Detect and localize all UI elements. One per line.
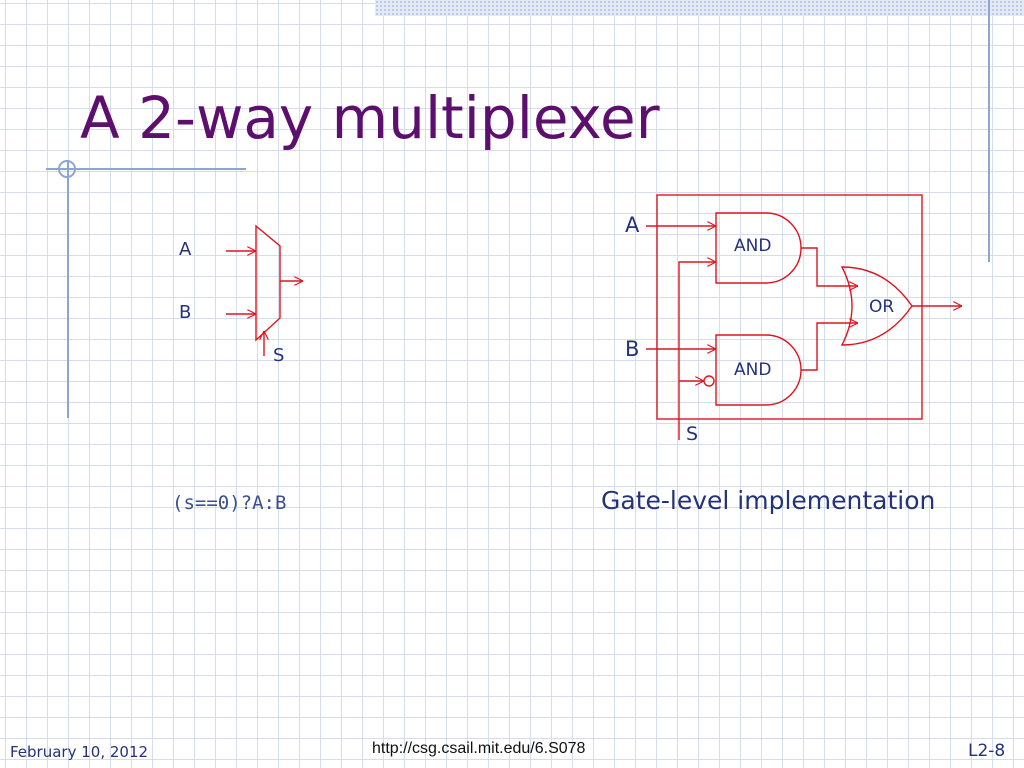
accent-line-horizontal bbox=[46, 168, 246, 170]
footer-url[interactable]: http://csg.csail.mit.edu/6.S078 bbox=[372, 740, 586, 757]
and-gate-bottom bbox=[715, 334, 802, 406]
gate-label-s: S bbox=[686, 423, 698, 445]
gate-label-a: A bbox=[625, 213, 640, 237]
mux-label-s: S bbox=[273, 345, 284, 366]
and-gate-top bbox=[715, 212, 802, 284]
accent-line-right bbox=[988, 0, 990, 262]
wire-select-top bbox=[678, 262, 716, 440]
accent-line-left bbox=[67, 160, 69, 418]
wire-and-bottom-out bbox=[801, 323, 858, 371]
gate-label-b: B bbox=[625, 337, 639, 361]
gate-circuit bbox=[646, 194, 962, 440]
or-gate bbox=[840, 266, 913, 346]
header-dotted-band bbox=[375, 0, 1024, 16]
mux-body bbox=[255, 224, 281, 342]
mux-expression: (s==0)?A:B bbox=[172, 492, 287, 514]
mux-symbol bbox=[226, 224, 303, 356]
and-bottom-label: AND bbox=[734, 360, 771, 380]
footer-page-number: L2-8 bbox=[968, 741, 1006, 761]
footer-date: February 10, 2012 bbox=[10, 743, 149, 761]
or-label: OR bbox=[869, 297, 894, 317]
accent-circle bbox=[58, 160, 76, 178]
mux-label-b: B bbox=[179, 302, 191, 323]
gate-circuit-frame bbox=[656, 194, 923, 420]
mux-label-a: A bbox=[179, 239, 192, 260]
slide-title: A 2-way multiplexer bbox=[80, 84, 660, 152]
and-top-label: AND bbox=[734, 236, 771, 256]
gate-caption: Gate-level implementation bbox=[601, 486, 936, 515]
wire-and-top-out bbox=[801, 247, 858, 286]
inverter-bubble bbox=[703, 375, 715, 387]
